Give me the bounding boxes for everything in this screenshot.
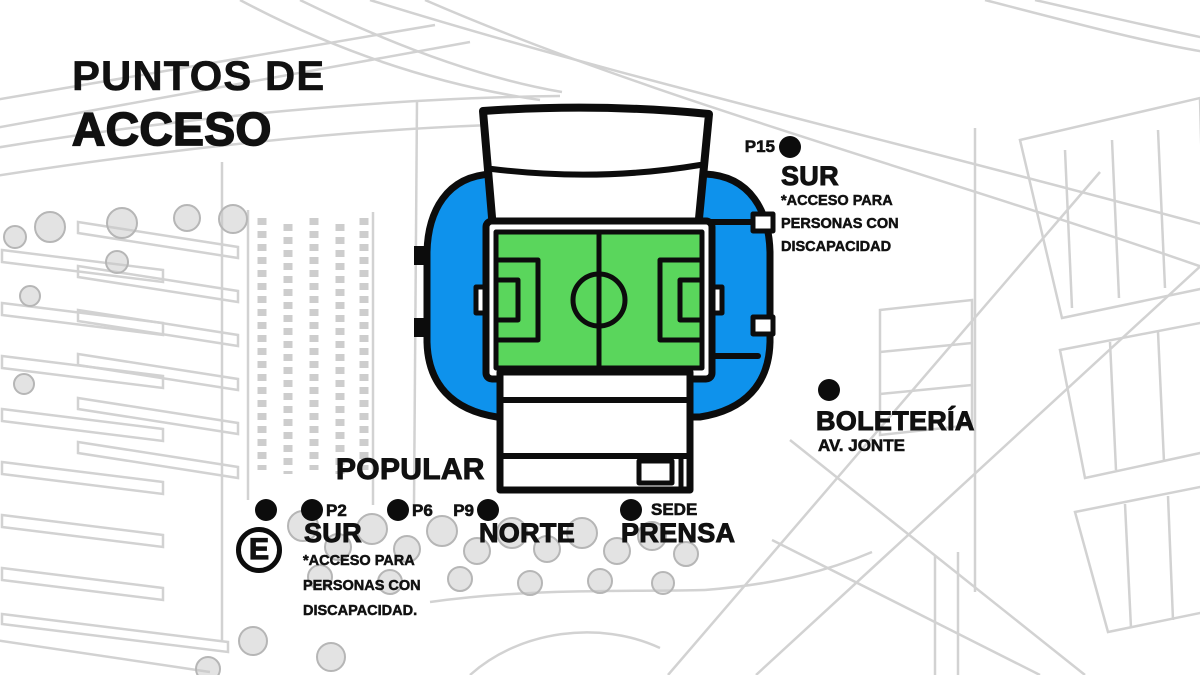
gate-name-sur-bottom: SUR — [304, 518, 363, 549]
gate-code-sede: SEDE — [651, 500, 698, 520]
note-line: PERSONAS CON — [303, 578, 421, 595]
access-dot-p6 — [387, 499, 409, 521]
gate-name-norte: NORTE — [479, 518, 576, 549]
note-line: DISCAPACIDAD. — [303, 603, 418, 620]
access-dot-p2 — [301, 499, 323, 521]
accessibility-note-bottom: *ACCESO PARA PERSONAS CON DISCAPACIDAD. — [303, 549, 421, 624]
parking-symbol-badge: E — [236, 527, 282, 573]
page-title-line2: ACCESO — [71, 102, 272, 156]
stand-south — [496, 368, 694, 494]
note-line: PERSONAS CON — [781, 216, 899, 233]
note-line: *ACCESO PARA — [781, 193, 893, 210]
access-dot-boleteria — [818, 379, 840, 401]
ticket-office-label: BOLETERÍA — [816, 406, 975, 437]
note-line: *ACCESO PARA — [303, 553, 415, 570]
accessibility-note-top: *ACCESO PARA PERSONAS CON DISCAPACIDAD — [781, 190, 899, 259]
gate-code-p6: P6 — [412, 501, 433, 521]
access-dot-parking — [255, 499, 277, 521]
parking-stall-columns — [257, 218, 369, 474]
stadium — [414, 103, 776, 494]
access-dot-sede — [620, 499, 642, 521]
access-dot-p9 — [477, 499, 499, 521]
gate-name-popular: POPULAR — [336, 453, 485, 487]
page-title-line1: PUNTOS DE — [72, 52, 326, 100]
gate-code-p9: P9 — [453, 501, 474, 521]
gate-code-p2: P2 — [326, 501, 347, 521]
ticket-office-street: AV. JONTE — [818, 436, 906, 456]
gate-name-prensa: PRENSA — [620, 518, 736, 549]
center-circle — [570, 271, 628, 329]
gate-name-sur-top: SUR — [781, 161, 840, 192]
parking-symbol-letter: E — [248, 532, 269, 566]
note-line: DISCAPACIDAD — [781, 239, 892, 256]
gate-code-p15: P15 — [744, 137, 775, 157]
stand-north — [479, 103, 713, 233]
trees — [3, 204, 699, 675]
access-dot-p15 — [779, 136, 801, 158]
